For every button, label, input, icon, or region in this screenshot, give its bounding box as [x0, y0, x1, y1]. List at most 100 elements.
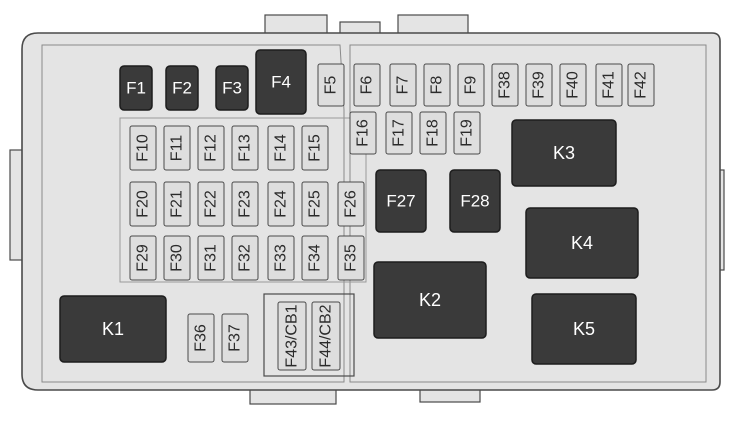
component-body: [301, 235, 329, 281]
component-label: F23: [237, 190, 254, 218]
fuse-f4: F4: [255, 49, 307, 115]
fuse-f19: F19: [453, 111, 481, 155]
component-label: F26: [343, 190, 360, 218]
fuse-f41: F41: [595, 63, 623, 107]
component-label: F32: [237, 244, 254, 272]
fuse-f17: F17: [385, 111, 413, 155]
component-label: K4: [571, 233, 593, 253]
relay-k5: K5: [531, 293, 637, 365]
component-label: F22: [203, 190, 220, 218]
fuse-f31: F31: [197, 235, 225, 281]
component-label: F3: [222, 79, 242, 98]
component-label: F1: [126, 79, 146, 98]
component-label: F41: [601, 71, 618, 99]
fuse-f10: F10: [129, 125, 157, 171]
component-body: [375, 169, 427, 233]
component-label: K5: [573, 319, 595, 339]
component-body: [349, 111, 377, 155]
fuse-f38: F38: [491, 63, 519, 107]
fuse-f15: F15: [301, 125, 329, 171]
component-body: [525, 207, 639, 279]
component-body: [119, 65, 153, 111]
fuse-f24: F24: [267, 181, 295, 227]
component-body: [389, 63, 417, 107]
component-label: F20: [135, 190, 152, 218]
component-body: [337, 235, 365, 281]
relay-k2: K2: [373, 261, 487, 339]
component-label: F19: [459, 119, 476, 147]
component-body: [627, 63, 655, 107]
component-body: [231, 235, 259, 281]
component-label: F36: [193, 324, 210, 352]
component-label: F17: [391, 119, 408, 147]
component-body: [277, 301, 307, 371]
fuse-f21: F21: [163, 181, 191, 227]
fuse-f37: F37: [221, 313, 249, 363]
fuse-f33: F33: [267, 235, 295, 281]
component-body: [267, 125, 295, 171]
component-body: [373, 261, 487, 339]
component-label: F11: [169, 135, 186, 161]
component-body: [267, 181, 295, 227]
fuse-f30: F30: [163, 235, 191, 281]
component-body: [525, 63, 553, 107]
component-body: [197, 125, 225, 171]
component-body: [197, 181, 225, 227]
component-body: [215, 65, 249, 111]
component-label: F34: [307, 244, 324, 272]
component-body: [301, 125, 329, 171]
fuse-f9: F9: [457, 63, 485, 107]
component-label: F4: [271, 73, 291, 92]
component-label: F27: [386, 192, 415, 211]
component-body: [491, 63, 519, 107]
fuse-f39: F39: [525, 63, 553, 107]
component-body: [129, 125, 157, 171]
fuse-f16: F16: [349, 111, 377, 155]
component-body: [231, 181, 259, 227]
fuse-f36: F36: [187, 313, 215, 363]
component-label: K2: [419, 290, 441, 310]
fuse-f2: F2: [165, 65, 199, 111]
component-label: K1: [102, 319, 124, 339]
fuse-f26: F26: [337, 181, 365, 227]
component-body: [511, 119, 617, 187]
fuse-f7: F7: [389, 63, 417, 107]
component-label: F38: [497, 71, 514, 99]
component-body: [165, 65, 199, 111]
component-body: [531, 293, 637, 365]
component-body: [353, 63, 381, 107]
fuse-f32: F32: [231, 235, 259, 281]
fuse-f42: F42: [627, 63, 655, 107]
component-body: [187, 313, 215, 363]
fuse-f14: F14: [267, 125, 295, 171]
component-label: F16: [355, 119, 372, 147]
component-body: [197, 235, 225, 281]
fuse-f44-cb2: F44/CB2: [311, 301, 341, 371]
component-label: F6: [359, 76, 376, 95]
fuse-f3: F3: [215, 65, 249, 111]
component-label: F25: [307, 190, 324, 218]
component-label: F9: [463, 76, 480, 95]
component-label: F44/CB2: [318, 304, 335, 367]
fuse-f29: F29: [129, 235, 157, 281]
component-label: F35: [343, 244, 360, 272]
breaker-bay: [263, 293, 355, 377]
component-body: [419, 111, 447, 155]
fuse-grid-area: [119, 117, 367, 283]
fuse-f23: F23: [231, 181, 259, 227]
component-label: F37: [227, 324, 244, 352]
component-label: F39: [531, 71, 548, 99]
component-body: [385, 111, 413, 155]
component-label: F13: [237, 134, 254, 162]
component-label: F14: [273, 134, 290, 162]
component-label: F10: [135, 134, 152, 162]
relay-k3: K3: [511, 119, 617, 187]
component-body: [301, 181, 329, 227]
fuse-f34: F34: [301, 235, 329, 281]
component-label: F2: [172, 79, 192, 98]
fuse-f13: F13: [231, 125, 259, 171]
component-body: [337, 181, 365, 227]
component-body: [267, 235, 295, 281]
